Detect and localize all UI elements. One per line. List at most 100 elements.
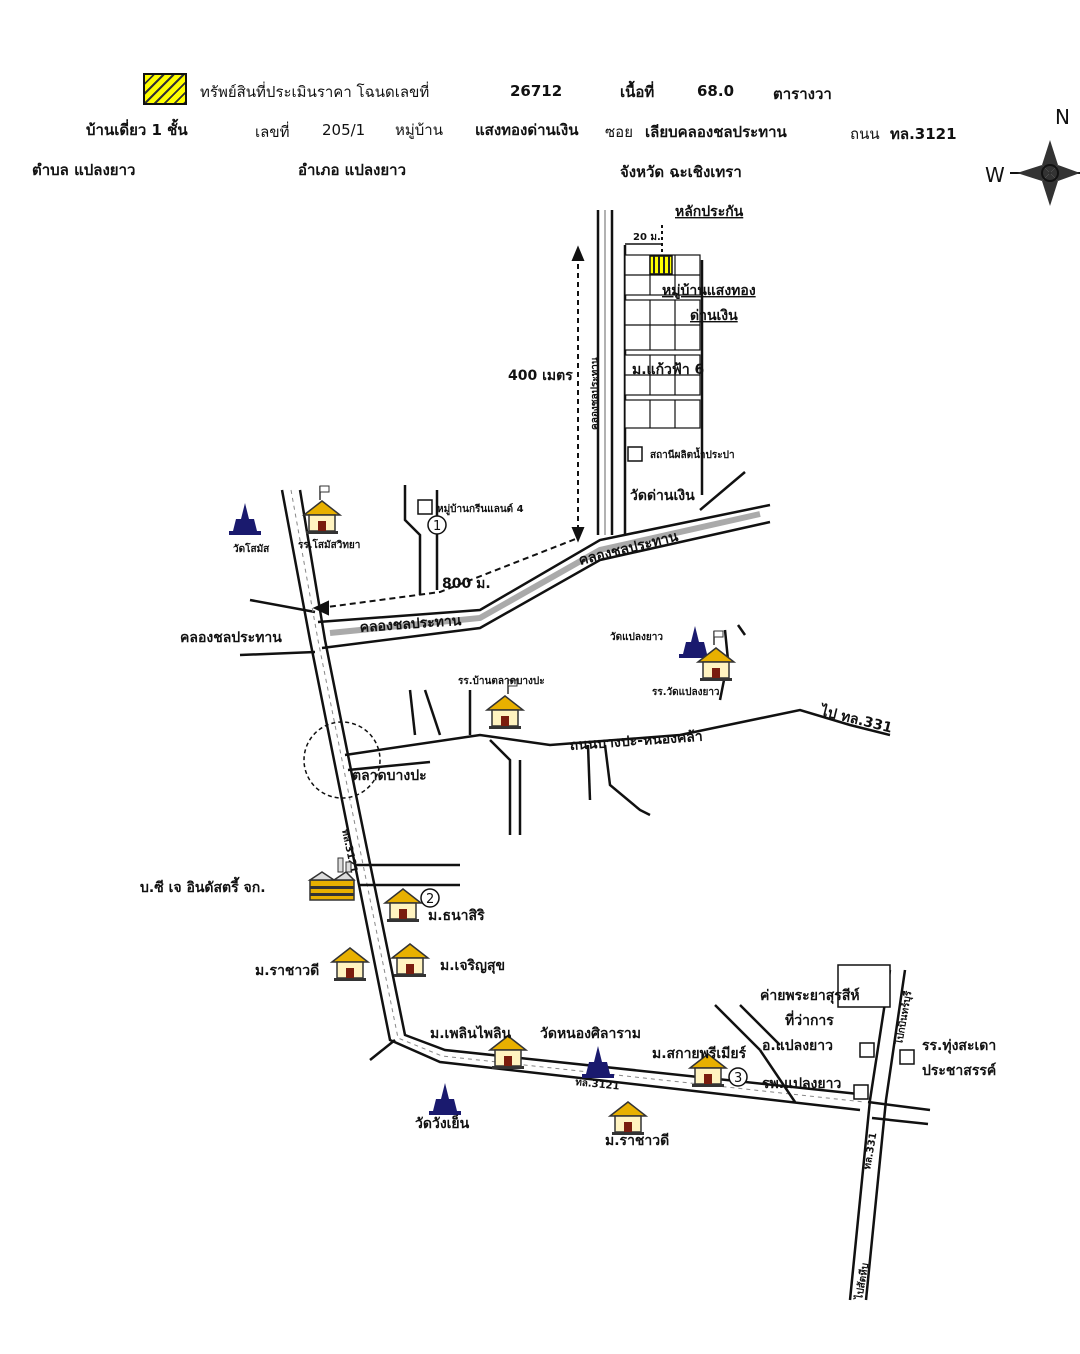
- temple-nongsila-label: วัดหนองศิลาราม: [540, 1026, 641, 1042]
- factory-icon: [307, 857, 356, 901]
- hospital-label: รพ.แปลงยาว: [762, 1076, 841, 1092]
- road-bangpo: [344, 624, 891, 835]
- tambon: ตำบล แปลงยาว: [32, 161, 136, 179]
- soi-name: เลียบคลองชลประทาน: [645, 123, 787, 141]
- soi-label: ซอย: [605, 123, 633, 141]
- highway-3121-center: [290, 489, 865, 1103]
- camp-building: [837, 964, 891, 1008]
- area-value: 68.0: [697, 82, 735, 100]
- road-to-wat: [699, 471, 746, 511]
- road-331-label: ทล.331: [862, 1132, 879, 1171]
- district-office-label: อ.แปลงยาว: [762, 1038, 833, 1054]
- legend-text: ทรัพย์สินที่ประเมินราคา โฉนดเลขที่: [200, 83, 430, 101]
- school-somas-label: รร.โสมัสวิทยา: [298, 538, 360, 551]
- building-type: บ้านเดี่ยว 1 ชั้น: [86, 121, 188, 139]
- house-rachawadee-label: ม.ราชาวดี: [255, 963, 319, 979]
- road-bangpo-label: ถนนบางปะ-หนองคล้า: [569, 729, 703, 754]
- greenland-label: หมู่บ้านกรีนแลนด์ 4: [437, 503, 524, 516]
- compass-n: N: [1055, 105, 1070, 129]
- province: จังหวัด ฉะเชิงเทรา: [620, 163, 742, 181]
- district-office-icon: [859, 1042, 875, 1058]
- subject-hatch: [653, 256, 670, 274]
- school-somas-flag-icon: [319, 485, 330, 501]
- temple-plaengyao-label: วัดแปลงยาว: [610, 631, 663, 643]
- hospital-icon: [853, 1084, 869, 1100]
- marker-3-icon: [728, 1067, 748, 1087]
- highway-331: [848, 969, 907, 1301]
- guarantee-label: หลักประกัน: [675, 204, 744, 220]
- village-block: [624, 254, 701, 429]
- school-bangpo-icon: [486, 695, 524, 730]
- dist-800-path: [312, 537, 579, 616]
- district-roads: [369, 1004, 797, 1103]
- dist-400-label: 400 เมตร: [508, 368, 573, 384]
- road-label: ถนน: [850, 125, 880, 143]
- village-label-1: หมู่บ้านแสงทอง: [662, 283, 756, 299]
- marker-1-icon: [427, 515, 447, 535]
- subject-parcel: [649, 255, 673, 275]
- water-plant-icon: [627, 446, 643, 462]
- house-sakaew-label: ม.สกายพรีเมียร์: [652, 1045, 747, 1062]
- temple-nongsila-icon: [582, 1046, 614, 1078]
- house-rachawadee-icon: [331, 947, 369, 982]
- to-331-label: ไป ทล.331: [817, 701, 894, 737]
- school-bangpo-label: รร.บ้านตลาดบางปะ: [458, 675, 545, 687]
- canal-vertical-label: คลองชลประทาน: [589, 357, 601, 430]
- dist-20-label: 20 ม.: [633, 232, 661, 243]
- marker-2-icon: [420, 888, 440, 908]
- office-label: ที่ว่าการ: [785, 1010, 834, 1029]
- house-rachawadee-2-icon: [609, 1101, 647, 1136]
- temple-plaengyao-icon: [679, 626, 711, 658]
- water-plant-label: สถานีผลิตน้ำประปา: [650, 447, 735, 461]
- village-name: แสงทองด่านเงิน: [475, 121, 579, 139]
- house-thanasiri-icon: [384, 888, 422, 923]
- marker-1-num: 1: [433, 519, 441, 534]
- dist-400-arrow: [571, 245, 585, 543]
- area-label: เนื้อที่: [620, 83, 655, 101]
- marker-2-num: 2: [426, 892, 434, 907]
- house-no: 205/1: [322, 121, 366, 139]
- temple-wangyen-label: วัดวังเย็น: [415, 1114, 470, 1132]
- house-charoensuk-icon: [391, 943, 429, 978]
- school-wat-plaengyao-label: รร.วัดแปลงยาว: [652, 686, 720, 698]
- school-somas-icon: [303, 500, 341, 535]
- highway-east-extension-2: [871, 1116, 929, 1126]
- highway-3121: [280, 489, 869, 1112]
- temple-somas-icon: [229, 503, 261, 535]
- factory-label: บ.ซี เจ อินดัสตรี้ จก.: [140, 876, 266, 896]
- area-unit: ตารางวา: [773, 85, 832, 103]
- road-3121-label: ทล.3121: [575, 1077, 620, 1093]
- school-thungsadao-icon: [899, 1049, 915, 1065]
- subject-legend-swatch: [143, 73, 187, 105]
- temple-wangyen-icon: [429, 1083, 461, 1115]
- house-ploenphloen-label: ม.เพลินไพลิน: [430, 1024, 512, 1042]
- village-label: หมู่บ้าน: [395, 121, 443, 139]
- compass-icon: W N: [985, 105, 1080, 206]
- school-thungsadao-2: ประชาสรรค์: [922, 1062, 996, 1079]
- highway-east-extension: [867, 1100, 931, 1112]
- house-no-label: เลขที่: [255, 123, 290, 141]
- market-circle: [303, 721, 381, 799]
- dist-800-label: 800 ม.: [442, 576, 491, 592]
- canal-label-b: คลองชลประทาน: [359, 613, 462, 636]
- camp-label: ค่ายพระยาสุรสีห์: [760, 987, 860, 1004]
- market-label: ตลาดบางปะ: [352, 768, 427, 784]
- canal-label-left: คลองชลประทาน: [180, 630, 282, 646]
- house-thanasiri-label: ม.ธนาสิริ: [428, 908, 485, 924]
- deed-no: 26712: [510, 82, 563, 100]
- compass-w: W: [985, 163, 1005, 187]
- school-wat-plaengyao-flag-icon: [713, 630, 724, 646]
- greenland-road: [403, 485, 439, 595]
- temple-somas-label: วัดโสมัส: [233, 542, 270, 555]
- amphoe: อำเภอ แปลงยาว: [298, 161, 407, 179]
- school-thungsadao-1: รร.ทุ่งสะเดา: [922, 1038, 996, 1054]
- m-kaewfa-label: ม.แก้วฟ้า 6: [632, 362, 704, 378]
- house-rachawadee-2-label: ม.ราชาวดี: [605, 1133, 669, 1149]
- village-label-2: ด่านเงิน: [690, 308, 738, 324]
- wat-danngern-label: วัดด่านเงิน: [630, 488, 695, 504]
- canal-water: [329, 511, 761, 636]
- house-charoensuk-label: ม.เจริญสุข: [440, 958, 505, 974]
- greenland-icon: [417, 499, 433, 515]
- to-kabinburi-label: ไปกบินทร์บุรี: [892, 989, 915, 1046]
